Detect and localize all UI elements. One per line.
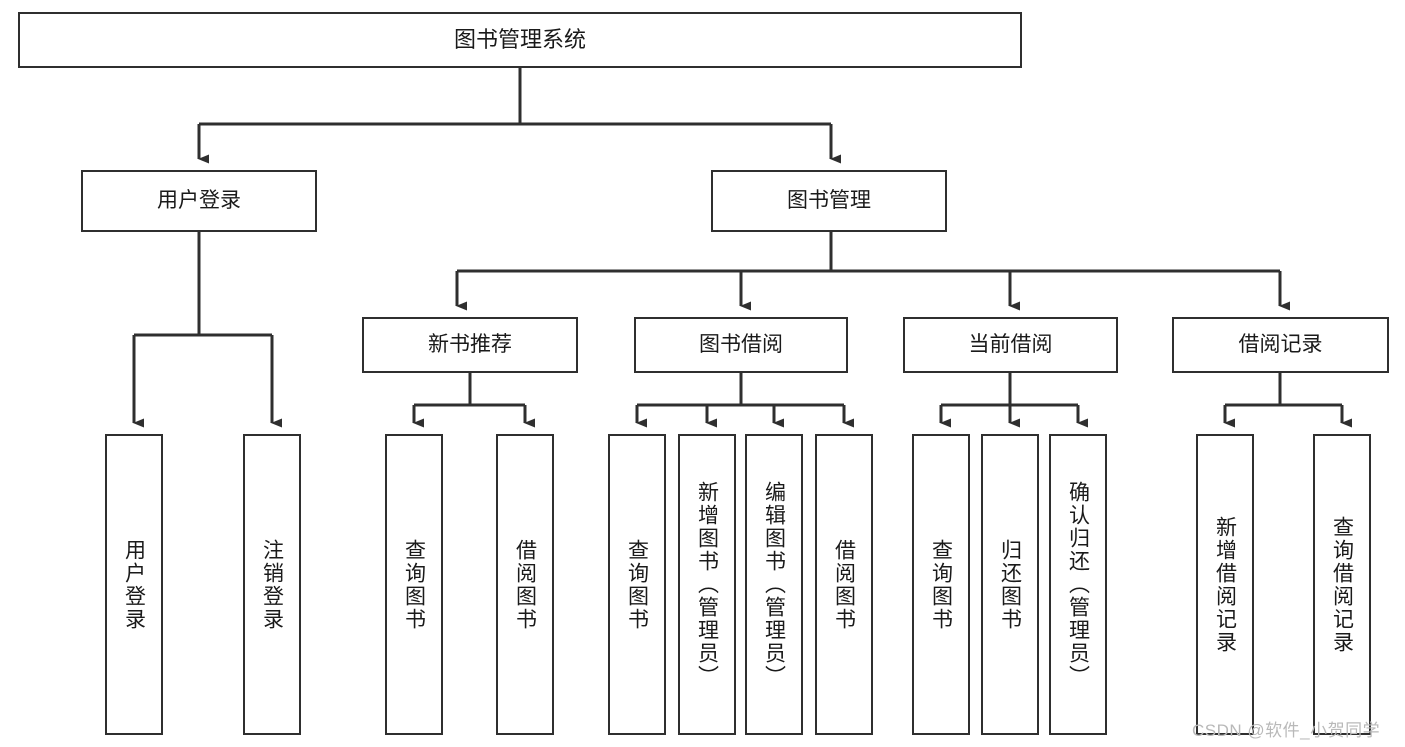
node-current-borrow[interactable]: 当前借阅 (903, 317, 1118, 373)
leaf-query-book-3[interactable]: 查询图书 (912, 434, 970, 735)
leaf-logout-login-label: 注销登录 (260, 538, 284, 631)
csdn-watermark: CSDN @软件_小贺同学 (1192, 721, 1381, 740)
node-root[interactable]: 图书管理系统 (18, 12, 1022, 68)
node-book-manage-label: 图书管理 (787, 189, 871, 213)
node-new-book-recommend[interactable]: 新书推荐 (362, 317, 578, 373)
node-user-login-label: 用户登录 (157, 189, 241, 213)
leaf-confirm-return[interactable]: 确认归还（管理员） (1049, 434, 1107, 735)
leaf-borrow-book-1-label: 借阅图书 (513, 538, 537, 631)
leaf-query-book-2-label: 查询图书 (625, 538, 649, 631)
leaf-edit-book-label: 编辑图书（管理员） (762, 481, 786, 688)
leaf-add-borrow-record[interactable]: 新增借阅记录 (1196, 434, 1254, 735)
leaf-add-borrow-record-label: 新增借阅记录 (1213, 515, 1237, 654)
leaf-query-borrow-record[interactable]: 查询借阅记录 (1313, 434, 1371, 735)
leaf-query-borrow-record-label: 查询借阅记录 (1330, 515, 1354, 654)
leaf-logout-login[interactable]: 注销登录 (243, 434, 301, 735)
node-borrow-record[interactable]: 借阅记录 (1172, 317, 1389, 373)
node-book-borrow-label: 图书借阅 (699, 333, 783, 357)
leaf-borrow-book-2-label: 借阅图书 (832, 538, 856, 631)
leaf-user-login-label: 用户登录 (122, 538, 146, 631)
leaf-query-book-1-label: 查询图书 (402, 538, 426, 631)
leaf-query-book-2[interactable]: 查询图书 (608, 434, 666, 735)
node-user-login[interactable]: 用户登录 (81, 170, 317, 232)
leaf-return-book[interactable]: 归还图书 (981, 434, 1039, 735)
node-book-manage[interactable]: 图书管理 (711, 170, 947, 232)
leaf-borrow-book-1[interactable]: 借阅图书 (496, 434, 554, 735)
node-borrow-record-label: 借阅记录 (1238, 333, 1323, 357)
leaf-add-book-label: 新增图书（管理员） (695, 481, 719, 688)
leaf-confirm-return-label: 确认归还（管理员） (1066, 481, 1090, 688)
leaf-add-book[interactable]: 新增图书（管理员） (678, 434, 736, 735)
node-root-label: 图书管理系统 (453, 26, 586, 52)
leaf-query-book-1[interactable]: 查询图书 (385, 434, 443, 735)
leaf-return-book-label: 归还图书 (998, 538, 1022, 631)
node-new-book-recommend-label: 新书推荐 (428, 333, 512, 357)
leaf-borrow-book-2[interactable]: 借阅图书 (815, 434, 873, 735)
leaf-edit-book[interactable]: 编辑图书（管理员） (745, 434, 803, 735)
leaf-user-login[interactable]: 用户登录 (105, 434, 163, 735)
node-current-borrow-label: 当前借阅 (968, 333, 1053, 357)
node-book-borrow[interactable]: 图书借阅 (634, 317, 848, 373)
leaf-query-book-3-label: 查询图书 (929, 538, 953, 631)
